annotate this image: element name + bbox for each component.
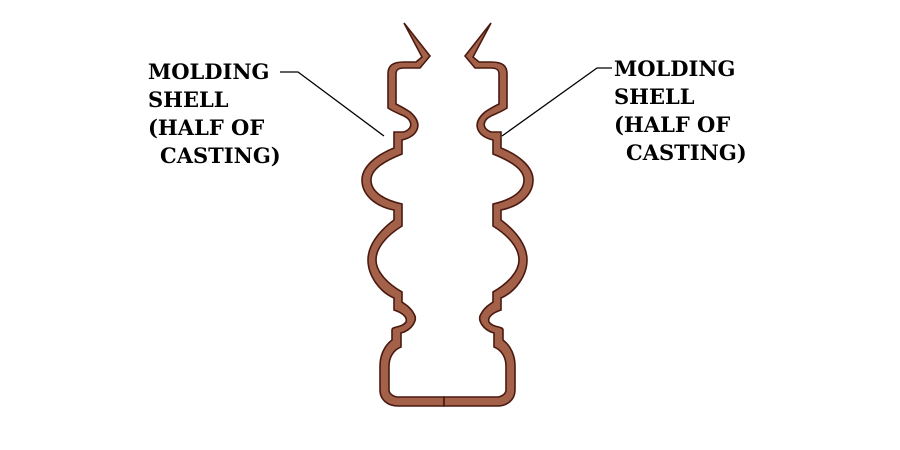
label-left-line-1: MOLDING <box>148 59 270 84</box>
label-right-line-4: CASTING) <box>626 140 747 165</box>
label-right-line-3: (HALF OF <box>614 112 731 137</box>
label-left-line-3: (HALF OF <box>148 115 265 140</box>
label-right-line-2: SHELL <box>614 84 695 109</box>
label-left-line-2: SHELL <box>148 87 229 112</box>
molding-shell-left-half <box>361 22 445 407</box>
label-molding-shell-left: MOLDING SHELL (HALF OF CASTING) <box>148 58 281 170</box>
label-molding-shell-right: MOLDING SHELL (HALF OF CASTING) <box>614 55 747 167</box>
label-right-line-1: MOLDING <box>614 56 736 81</box>
leader-line-right <box>501 67 612 137</box>
molding-shell-right-half <box>443 22 534 407</box>
leader-line-left <box>280 71 385 137</box>
label-left-line-4: CASTING) <box>160 143 281 168</box>
